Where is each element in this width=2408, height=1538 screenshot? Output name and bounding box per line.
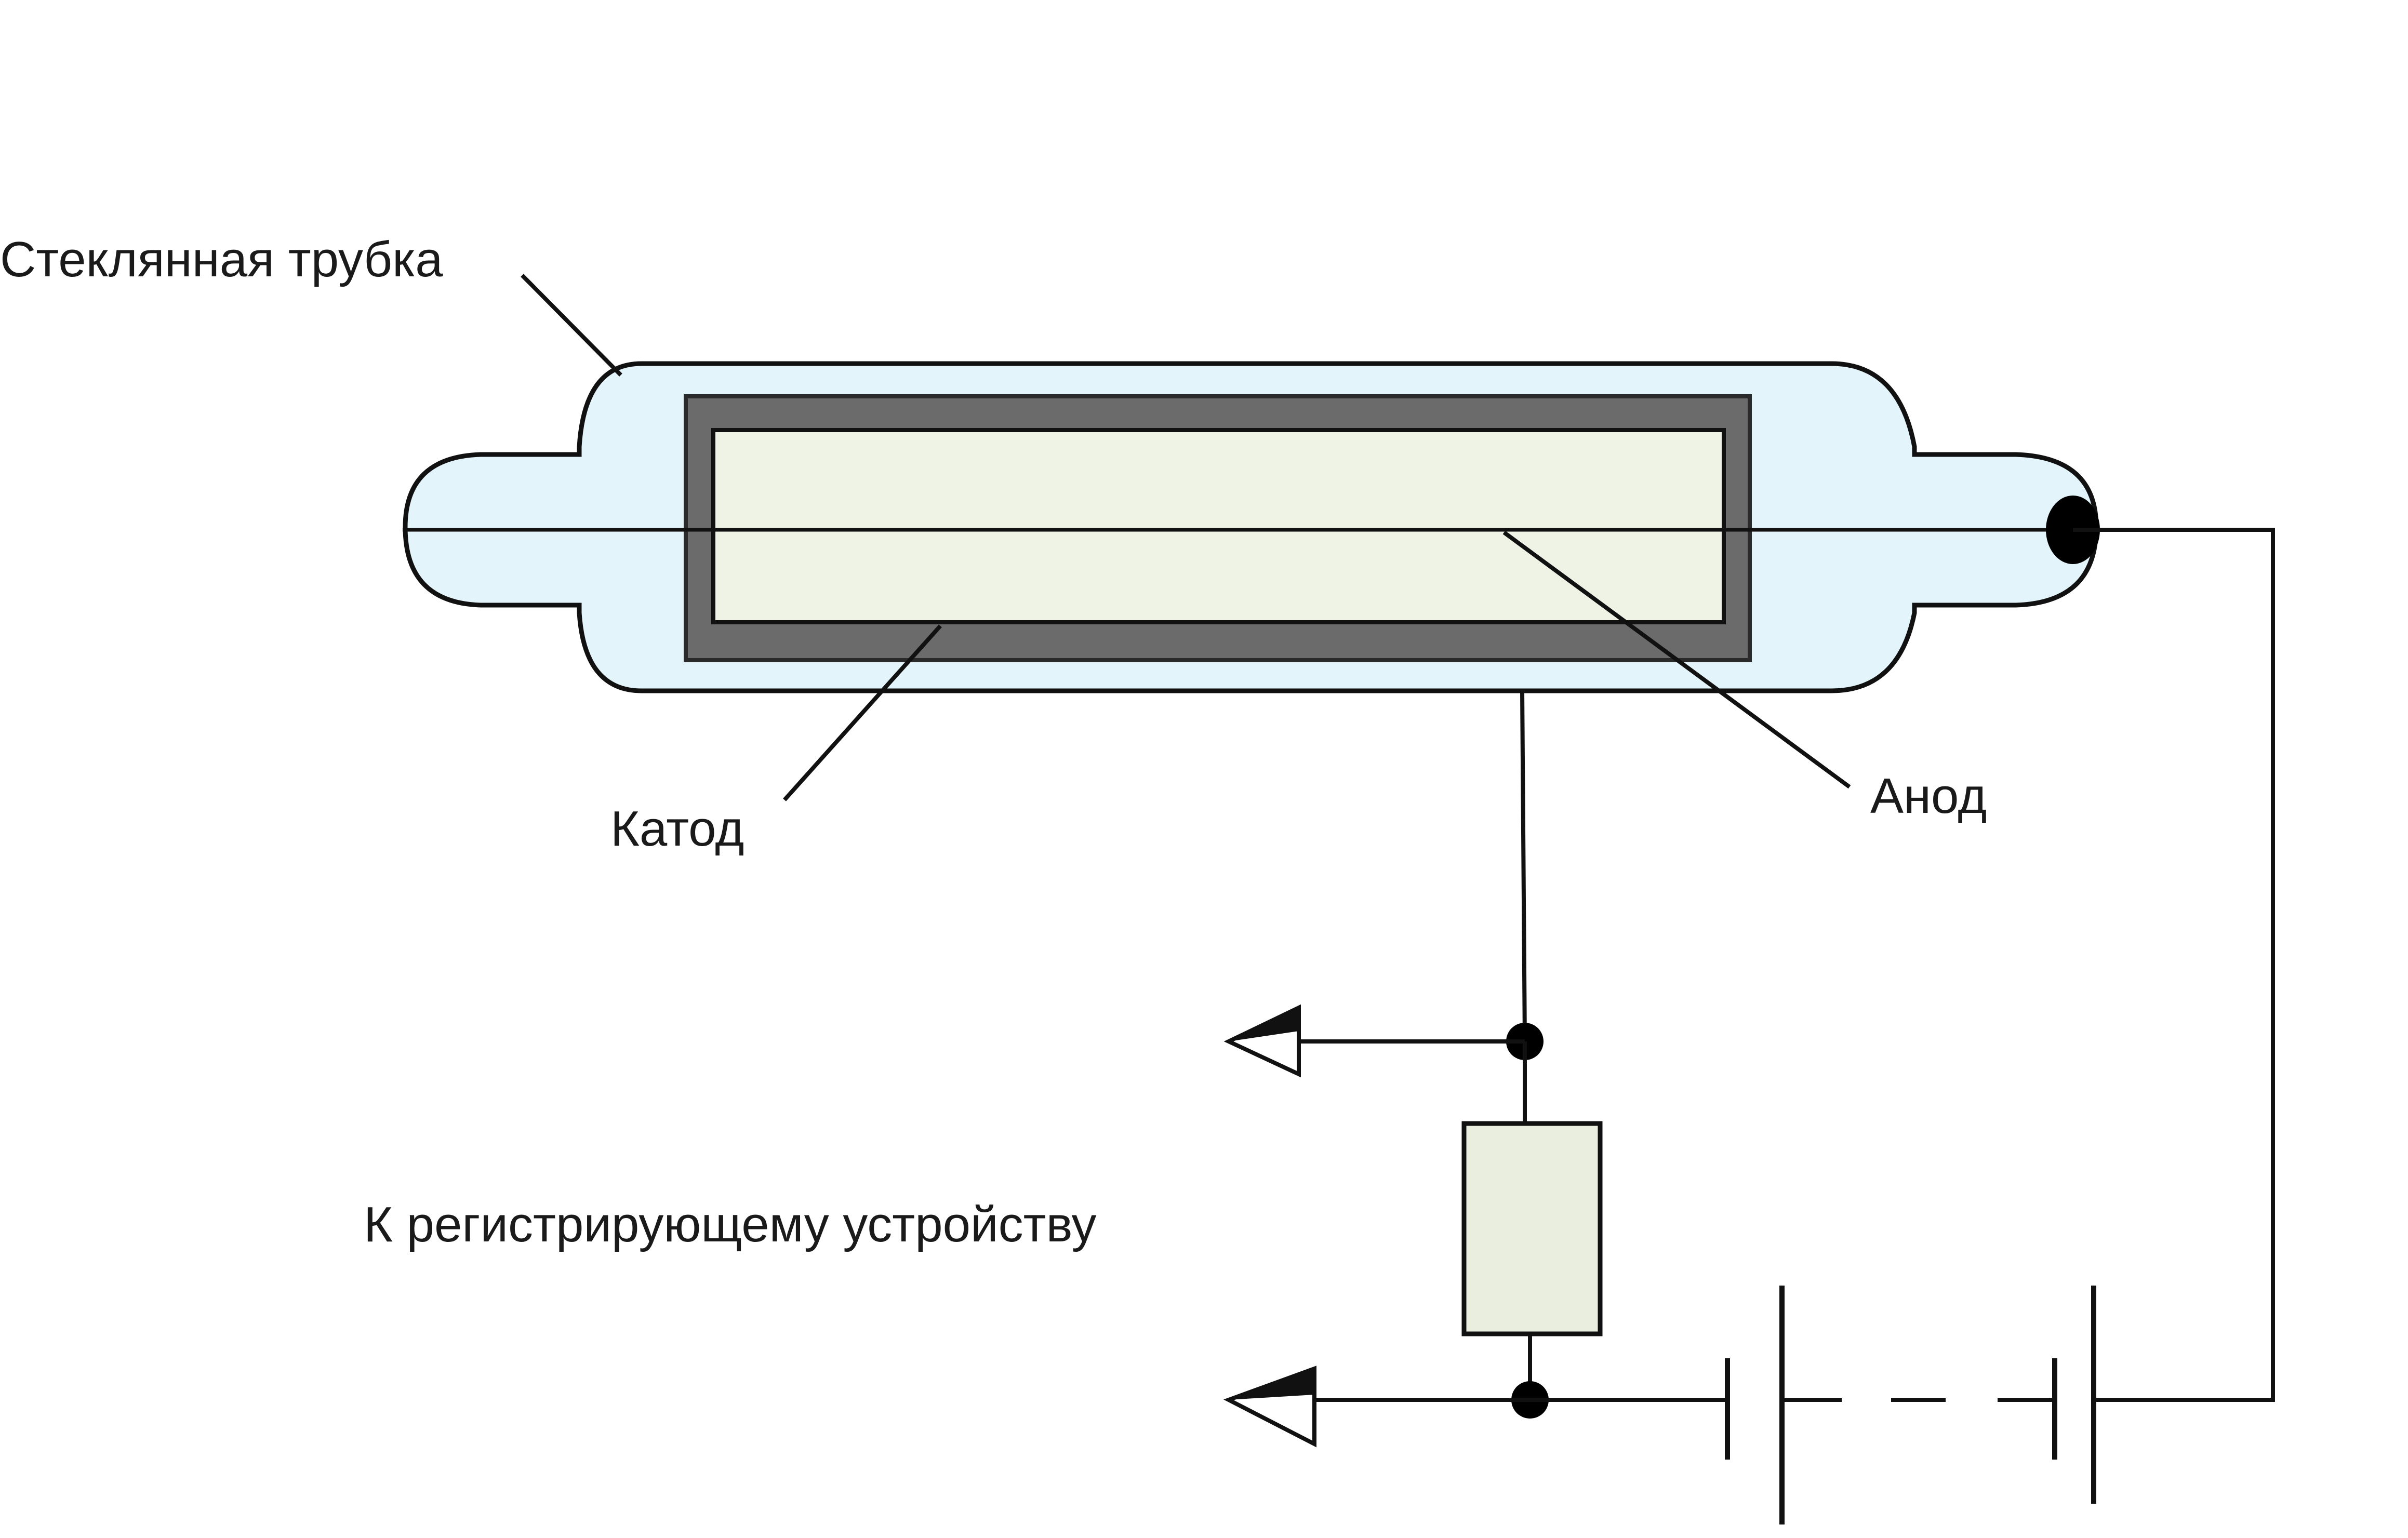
leader-glass-tube bbox=[521, 274, 622, 377]
leader-anode bbox=[1502, 530, 1851, 789]
output-arrow-bottom-fill bbox=[1229, 1369, 1314, 1400]
load-resistor bbox=[1461, 1121, 1603, 1336]
label-anode: Анод bbox=[1870, 768, 1987, 824]
label-glass-tube: Стеклянная трубка bbox=[0, 232, 443, 287]
cathode-interior bbox=[711, 428, 1726, 624]
label-cathode: Катод bbox=[610, 801, 744, 857]
output-arrow-top-fill bbox=[1229, 1008, 1299, 1041]
label-recorder: К регистрирующему устройству bbox=[364, 1197, 1097, 1252]
cathode-lead bbox=[1520, 690, 1527, 1042]
anode-supply-wire bbox=[2073, 528, 2275, 1402]
leader-cathode bbox=[783, 624, 942, 801]
